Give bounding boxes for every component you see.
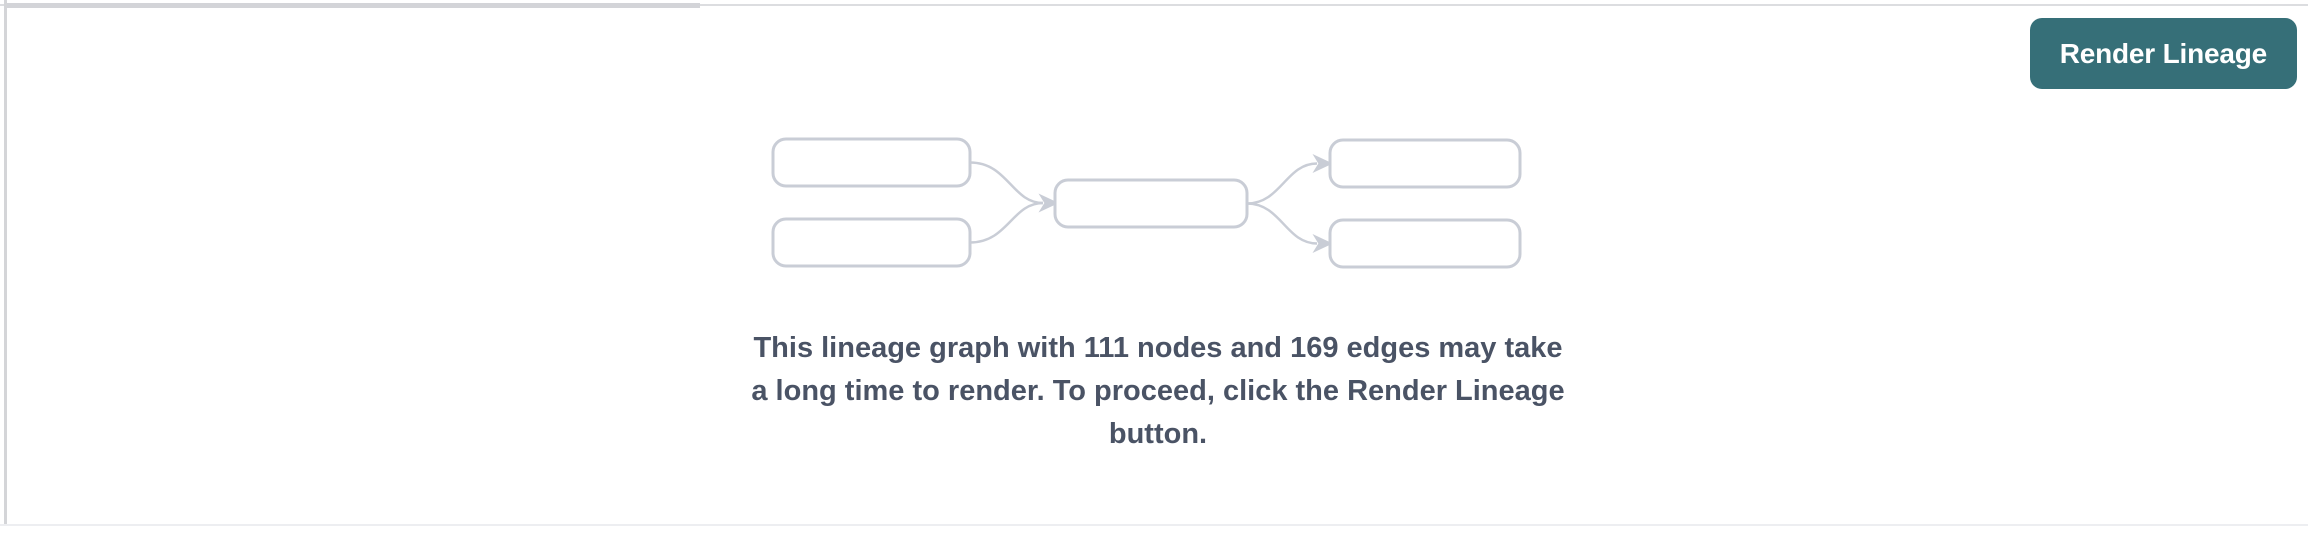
message-line: This lineage graph with 111 nodes and 16… bbox=[753, 332, 1563, 364]
panel-bottom-border bbox=[0, 524, 2308, 526]
message-line: button. bbox=[1108, 418, 1208, 450]
placeholder-edge bbox=[969, 161, 1059, 213]
placeholder-node bbox=[771, 137, 972, 188]
render-lineage-button[interactable]: Render Lineage bbox=[2029, 18, 2297, 89]
lineage-placeholder-graphic bbox=[771, 137, 1522, 269]
panel-top-border bbox=[0, 4, 2308, 6]
placeholder-edge bbox=[1246, 154, 1333, 205]
message-line: a long time to render. To proceed, click… bbox=[751, 375, 1565, 407]
panel-left-divider bbox=[4, 0, 7, 525]
horizontal-scrollbar-thumb[interactable] bbox=[6, 3, 700, 8]
render-warning-message: This lineage graph with 111 nodes and 16… bbox=[708, 327, 1608, 456]
placeholder-node bbox=[1328, 218, 1522, 269]
placeholder-edge bbox=[969, 201, 1044, 244]
placeholder-node bbox=[771, 217, 972, 268]
placeholder-edge bbox=[1246, 202, 1333, 253]
placeholder-node bbox=[1328, 138, 1522, 189]
placeholder-node bbox=[1053, 178, 1249, 229]
